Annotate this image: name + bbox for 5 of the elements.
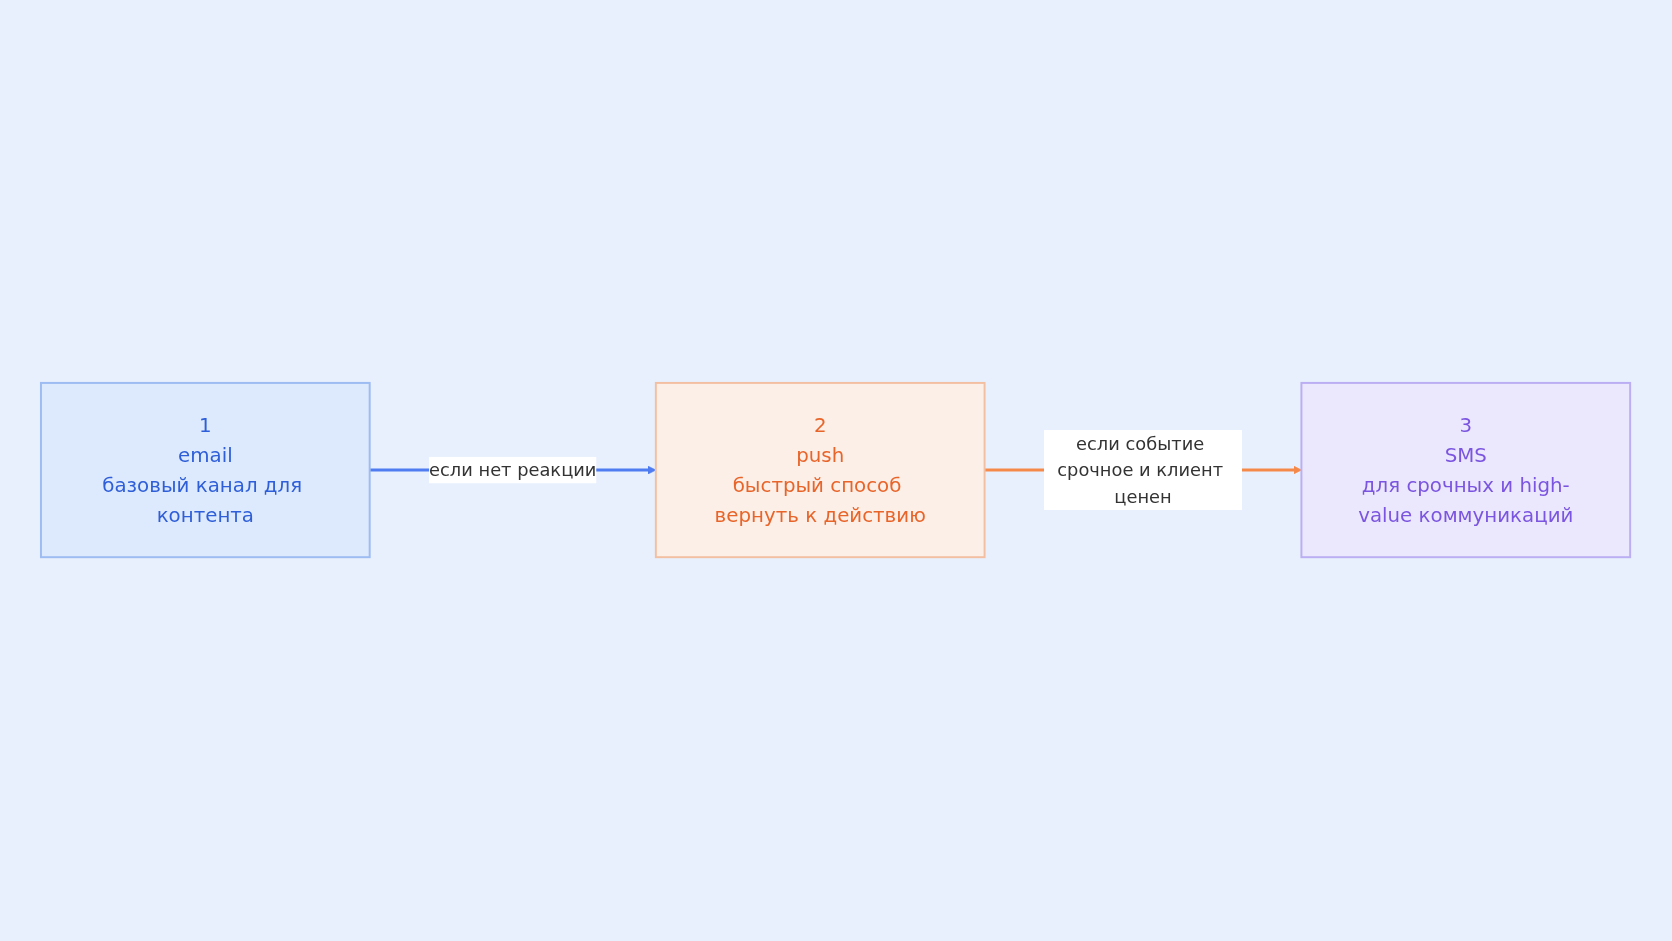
node-box: 1 email базовый канал для контента [40, 382, 372, 559]
node-box: 2 push быстрый способ вернуть к действию [655, 382, 986, 559]
edge-label: если событие срочное и клиент ценен [1057, 433, 1224, 508]
edge-label: если нет реакции [429, 460, 597, 481]
node-box: 3 SMS для срочных и high-value коммуникаций [1300, 382, 1632, 559]
